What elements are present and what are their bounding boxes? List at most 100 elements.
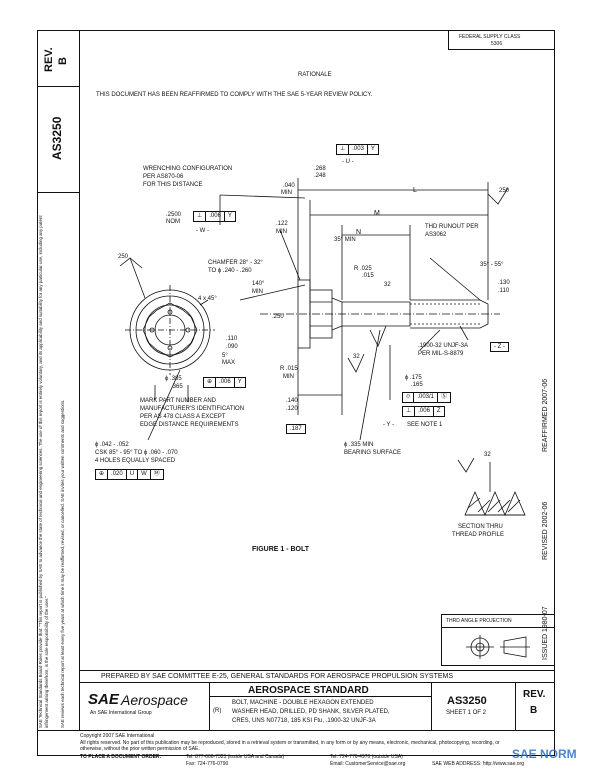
dim-140b: .140	[286, 398, 298, 404]
dim-175: ϕ .175	[405, 375, 422, 381]
sheet-border	[37, 30, 555, 756]
dim-32a: 32	[384, 282, 391, 288]
rationale-text: THIS DOCUMENT HAS BEEN REAFFIRMED TO COM…	[96, 92, 373, 98]
hole-note-2: CSK 85° - 95° TO ϕ .060 - .070	[95, 450, 178, 456]
email: Email: CustomerService@sae.org	[330, 761, 406, 767]
bearing-1: ϕ .335 MIN	[344, 442, 374, 448]
wrench-note-1: WRENCHING CONFIGURATION	[143, 166, 233, 172]
prepared-by: PREPARED BY SAE COMMITTEE E-25, GENERAL …	[101, 673, 454, 680]
dim-n: N	[356, 229, 362, 236]
side-doc-number: AS3250	[50, 116, 64, 160]
order-label: TO PLACE A DOCUMENT ORDER:	[80, 754, 162, 760]
dim-165: .165	[411, 382, 423, 388]
thread-profile-section	[464, 490, 526, 517]
thd-runout-2: AS3062	[425, 232, 447, 238]
side-doc-divider	[37, 192, 79, 193]
see-note: SEE NOTE 1	[407, 422, 443, 428]
mark-note-3: PER AS 478 CLASS A EXCEPT	[140, 414, 226, 420]
title-block-div1	[209, 682, 210, 730]
section-label-1: SECTION THRU	[458, 524, 503, 530]
r015min-1: R .015	[280, 366, 298, 372]
dim-248: .248	[314, 173, 326, 179]
sheet-number: SHEET 1 OF 2	[446, 710, 486, 716]
rationale-heading: RATIONALE	[298, 72, 332, 78]
standard-divider	[209, 696, 431, 697]
dim-r015b: .015	[362, 273, 374, 279]
angle-35-55: 35° - 55°	[480, 262, 504, 268]
rev-label: REV.	[523, 689, 546, 700]
aerospace-standard: AEROSPACE STANDARD	[248, 685, 369, 696]
bearing-2: BEARING SURFACE	[344, 450, 402, 456]
section-label-2: THREAD PROFILE	[452, 532, 505, 538]
side-rev-divider	[37, 86, 79, 87]
title-block-div3	[515, 682, 516, 730]
dim-040-min: MIN	[281, 190, 292, 196]
fsc-box: FEDERAL SUPPLY CLASS 5306	[448, 30, 555, 50]
thread-spec-2: PER MIL-S-8879	[418, 351, 464, 357]
title-line-2: WASHER HEAD, DRILLED, PD SHANK, SILVER P…	[232, 709, 390, 715]
dim-122-min: MIN	[276, 229, 287, 235]
dim-120: .120	[286, 406, 298, 412]
side-technical-notice: SAE Technical Standards Board Rules prov…	[38, 215, 49, 728]
dim-5max: MAX	[222, 360, 236, 366]
datum-w: - W -	[196, 228, 209, 234]
dim-110b: .110	[226, 336, 238, 342]
thd-runout-1: THD RUNOUT PER	[425, 224, 479, 230]
chamfer-2: TO ϕ .240 - .260	[208, 268, 252, 274]
wrench-note-2: PER AS870-06	[143, 174, 184, 180]
dim-250: .250	[272, 314, 284, 320]
dim-110: .110	[498, 288, 510, 294]
logo-aerospace: Aerospace	[121, 692, 188, 708]
thread-angle-label: THRD ANGLE PROJECTION	[446, 618, 512, 624]
title-line-3: CRES, UNS N07718, 185 KSI Ftu, .1900-32 …	[232, 718, 376, 724]
dim-32b: 32	[353, 354, 360, 360]
side-rev-value: B	[57, 57, 69, 65]
logo-sub: An SAE International Group	[90, 710, 152, 716]
dim-r025: R .025	[354, 266, 372, 272]
datum-z: - Z -	[490, 342, 509, 352]
dim-385: ϕ .385	[165, 376, 182, 382]
title-block-top	[80, 682, 555, 683]
dim-365: .365	[171, 384, 183, 390]
side-review-notice: SAE reviews each technical report at lea…	[60, 399, 65, 728]
thread-spec-1: .1900-32 UNJF-3A	[418, 343, 469, 349]
finish-250-a: 250	[499, 188, 510, 194]
title-block-bottom	[37, 730, 555, 731]
dim-5deg: 5°	[222, 353, 228, 359]
mark-note-4: EDGE DISTANCE REQUIREMENTS	[140, 422, 239, 428]
dim-040: .040	[283, 183, 295, 189]
finish-250-b: 250	[118, 254, 129, 260]
datum-u: - U -	[342, 159, 354, 165]
fax: Fax: 724-776-0790	[186, 761, 229, 767]
projection-box: THRD ANGLE PROJECTION	[441, 614, 555, 666]
dim-268: .268	[314, 166, 326, 172]
dim-090: .090	[226, 344, 238, 350]
chamfer-1: CHAMFER 28° - 32°	[208, 260, 263, 266]
dim-35min: 35° MIN	[334, 237, 356, 243]
dim-4x45: 4 x 45°	[198, 296, 217, 302]
side-column-divider	[79, 30, 80, 730]
logo-sae: SAE	[88, 691, 119, 708]
tel2: Tel: 724-776-4970 (outside USA)	[330, 754, 403, 760]
title-block-div2	[431, 682, 432, 730]
dim-2500: .2500	[166, 212, 182, 218]
title-line-1: BOLT, MACHINE - DOUBLE HEXAGON EXTENDED	[232, 700, 374, 706]
copyright: Copyright 2007 SAE International	[80, 733, 155, 739]
rev-value: B	[530, 705, 538, 716]
dim-l: L	[413, 187, 417, 194]
dim-32c: 32	[484, 452, 491, 458]
dim-187: .187	[286, 424, 306, 434]
web: SAE WEB ADDRESS: http://www.sae.org	[432, 761, 524, 767]
dim-140deg-min: MIN	[252, 289, 263, 295]
mark-note-2: MANUFACTURER'S IDENTIFICATION	[140, 406, 245, 412]
dim-130: .130	[498, 280, 510, 286]
mark-note-1: MARK PART NUMBER AND	[140, 398, 217, 404]
hole-note-1: ϕ .042 - .052	[95, 442, 129, 448]
projection-symbol	[466, 635, 530, 659]
dim-2500-nom: NOM	[166, 219, 180, 225]
